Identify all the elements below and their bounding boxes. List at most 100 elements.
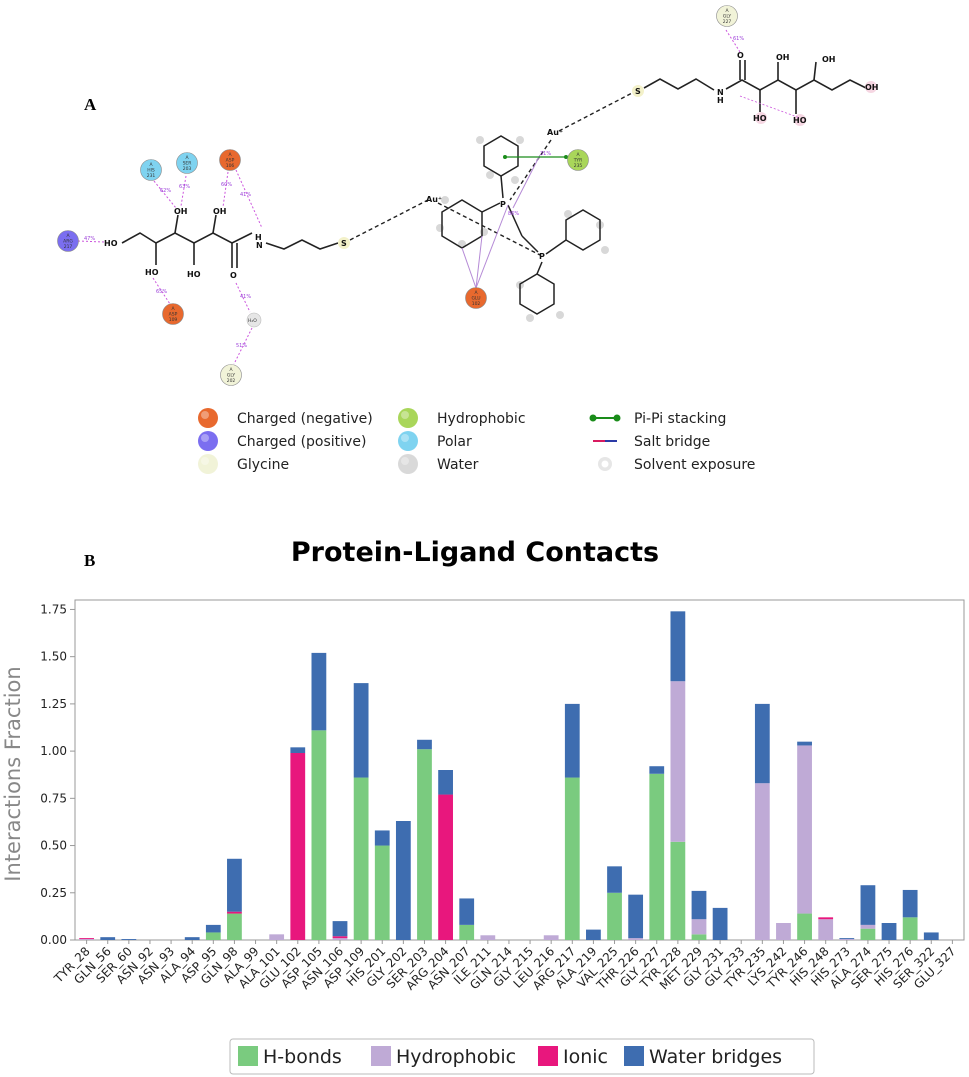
x-axis-labels: TYR_28GLN_56SER_60ASN_92ASN_93ALA_94ASP_… — [51, 940, 959, 993]
phosphine-fragment: P P 31% 86% — [436, 135, 609, 322]
atom-oh-upper-1: OH — [174, 207, 188, 216]
bar-water-bridges — [395, 821, 411, 940]
gold-sulfur-bonds — [349, 91, 635, 256]
bar-hydrophobic — [543, 935, 559, 940]
bar-h-bonds — [670, 841, 686, 940]
negative-swatch-highlight — [201, 411, 209, 419]
legend-item-negative: Charged (negative) — [198, 408, 373, 428]
residue-bubble — [220, 364, 242, 386]
panel-a-interaction-diagram: A HO HO OH HO OH O H N S Au⁺ Au⁺ — [57, 5, 879, 474]
chart-legend-swatch — [624, 1046, 644, 1066]
bar-water-bridges — [628, 894, 644, 939]
atom-ho-right-1: HO — [753, 114, 767, 123]
bar-h-bonds — [353, 777, 369, 940]
y-axis-ticks: 0.000.250.500.751.001.251.501.75 — [40, 602, 75, 947]
pct-asp-a: 60% — [221, 182, 232, 188]
hbond-arrows — [77, 29, 741, 365]
ho-right-glow-1 — [755, 112, 767, 124]
bar-water-bridges — [121, 939, 137, 940]
negative-swatch — [198, 408, 218, 428]
bar-h-bonds — [374, 845, 390, 940]
atom-p-upper: P — [500, 200, 506, 209]
sulfur-right-glow — [632, 85, 644, 97]
pi-pi-dot-b — [564, 155, 568, 159]
atom-h-left: H — [255, 233, 262, 242]
chart-legend-item: Water bridges — [624, 1046, 782, 1068]
residue-bubble — [162, 303, 184, 325]
residue-bubble — [140, 159, 162, 181]
residue-chain: A — [185, 155, 189, 161]
pct-water-b: 51% — [236, 343, 247, 349]
bar-h-bonds — [459, 924, 475, 940]
bar-hydrophobic — [670, 681, 686, 842]
polar-swatch — [398, 431, 418, 451]
bar-water-bridges — [353, 683, 369, 778]
bar-hydrophobic — [628, 938, 644, 940]
bar-ionic — [332, 936, 348, 939]
residue-bubble — [176, 152, 198, 174]
y-tick-label: 1.75 — [40, 602, 67, 616]
bar-h-bonds — [417, 749, 432, 940]
chart-legend-label: Water bridges — [649, 1046, 782, 1068]
bar-water-bridges — [311, 652, 327, 731]
bar-h-bonds — [649, 773, 665, 940]
polar-swatch-highlight — [401, 434, 409, 442]
chart-legend-label: H-bonds — [263, 1046, 342, 1068]
water-swatch — [398, 454, 418, 474]
bar-water-bridges — [860, 885, 876, 925]
intramolecular-hbond — [739, 95, 801, 119]
pct-asp-b: 41% — [240, 192, 251, 198]
bar-water-bridges — [754, 703, 770, 784]
bar-water-bridges — [227, 858, 242, 912]
atom-au-right: Au⁺ — [547, 128, 563, 137]
legend-label: Polar — [437, 434, 472, 450]
plot-frame — [74, 599, 965, 941]
bar-water-bridges — [374, 830, 390, 846]
atom-o-right: O — [737, 51, 744, 60]
residue-number: 203 — [183, 166, 192, 172]
residue-chain: A — [229, 367, 233, 373]
panel-b-label: B — [84, 551, 95, 570]
legend-item-solvent: Solvent exposure — [598, 457, 755, 473]
atom-oh-right-2: OH — [822, 55, 836, 64]
bar-water-bridges — [881, 923, 897, 940]
bar-water-bridges — [712, 907, 728, 940]
positive-swatch-highlight — [201, 434, 209, 442]
bar-hydrophobic — [332, 938, 348, 940]
bar-water-bridges — [607, 866, 622, 893]
bar-water-bridges — [564, 703, 580, 778]
residue-bubble — [465, 287, 487, 309]
legend-item-saltbridge: Salt bridge — [593, 434, 710, 450]
atom-oh-right-1: OH — [776, 53, 790, 62]
residue-chain: A — [725, 8, 729, 14]
residue-chain: A — [149, 162, 153, 168]
water-swatch-highlight — [401, 457, 409, 465]
atom-au-left: Au⁺ — [426, 195, 442, 204]
chart-legend-label: Hydrophobic — [396, 1046, 516, 1068]
legend-label: Water — [437, 457, 479, 473]
y-tick-label: 1.50 — [40, 650, 67, 664]
pct-asp109: 65% — [156, 289, 167, 295]
legend-item-hydrophobic: Hydrophobic — [398, 408, 526, 428]
y-axis-label: Interactions Fraction — [1, 666, 25, 881]
legend-item-glycine: Glycine — [198, 454, 289, 474]
residue-name: TYR — [573, 158, 583, 164]
bar-h-bonds — [311, 730, 327, 940]
residue-chain: A — [66, 233, 70, 239]
legend-label: Salt bridge — [634, 434, 710, 450]
bar-h-bonds — [607, 892, 622, 940]
bar-water-bridges — [923, 932, 939, 940]
atom-ho-lower-2: HO — [187, 270, 201, 279]
bar-water-bridges — [290, 747, 306, 753]
atom-s-left: S — [341, 239, 347, 248]
positive-swatch — [198, 431, 218, 451]
bar-h-bonds — [205, 932, 221, 940]
bar-ionic — [290, 753, 306, 940]
panel-a-label: A — [84, 95, 97, 114]
residue-name: GLU — [471, 296, 480, 302]
bars — [79, 611, 939, 940]
